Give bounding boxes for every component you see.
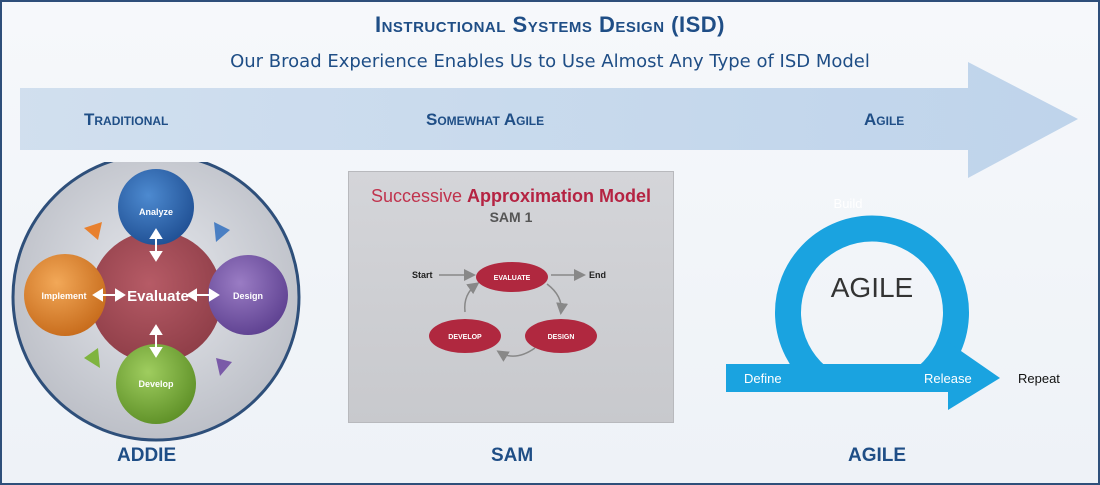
addie-analyze-label: Analyze [139,207,173,217]
agile-diagram: AGILE Build Define Release Repeat [726,196,1060,410]
arrow-icon [84,222,102,240]
agile-build-label: Build [834,196,863,211]
agile-define-label: Define [744,371,782,386]
caption-agile: AGILE [848,445,907,466]
agile-loop [775,215,969,386]
sam-panel: Successive Approximation Model SAM 1 Sta… [348,171,674,423]
sam-evaluate-node [476,262,548,292]
analyze-circle [118,169,194,245]
caption-sam: SAM [491,445,534,466]
sam-evaluate-label: EVALUATE [494,275,531,282]
sam-end-label: End [589,270,606,280]
sam-develop-label: DEVELOP [448,334,482,341]
agile-center-label: AGILE [831,272,913,303]
agile-repeat-label: Repeat [1018,371,1060,386]
addie-center-circle [90,231,222,363]
cycle-arrow [496,347,536,362]
cycle-arrow [546,283,569,315]
agile-release-arrow [726,342,1000,410]
implement-circle [24,254,106,336]
sam-design-label: DESIGN [548,334,575,341]
sam-cycle-diagram: Start End EVALUATE DESIGN DEVELOP [412,262,606,362]
agile-release-label: Release [924,371,972,386]
addie-develop-label: Develop [138,379,174,389]
develop-circle [116,344,196,424]
cycle-arrow [464,282,480,313]
stage-traditional: Traditional [84,110,169,129]
sam-subtitle: SAM 1 [489,209,533,225]
caption-addie: ADDIE [117,445,177,466]
sam-start-label: Start [412,270,433,280]
stage-agile: Agile [864,110,905,129]
progression-arrow [20,62,1078,178]
addie-diagram: Evaluate Analyze Design Develop Implemen… [11,162,301,442]
page-title: Instructional Systems Design (ISD) [374,12,725,37]
stage-somewhat-agile: Somewhat Agile [426,110,545,129]
arrow-icon [214,222,230,242]
arrow-icon [216,358,232,376]
addie-implement-label: Implement [41,291,86,301]
double-arrow-icon [92,228,220,358]
design-circle [208,255,288,335]
sam-title: Successive Approximation Model [370,186,652,206]
arrow-icon [84,348,100,368]
sam-develop-node [429,319,501,353]
addie-evaluate-label: Evaluate [127,288,189,305]
addie-design-label: Design [233,291,263,301]
page-subtitle: Our Broad Experience Enables Us to Use A… [230,51,870,72]
sam-design-node [525,319,597,353]
